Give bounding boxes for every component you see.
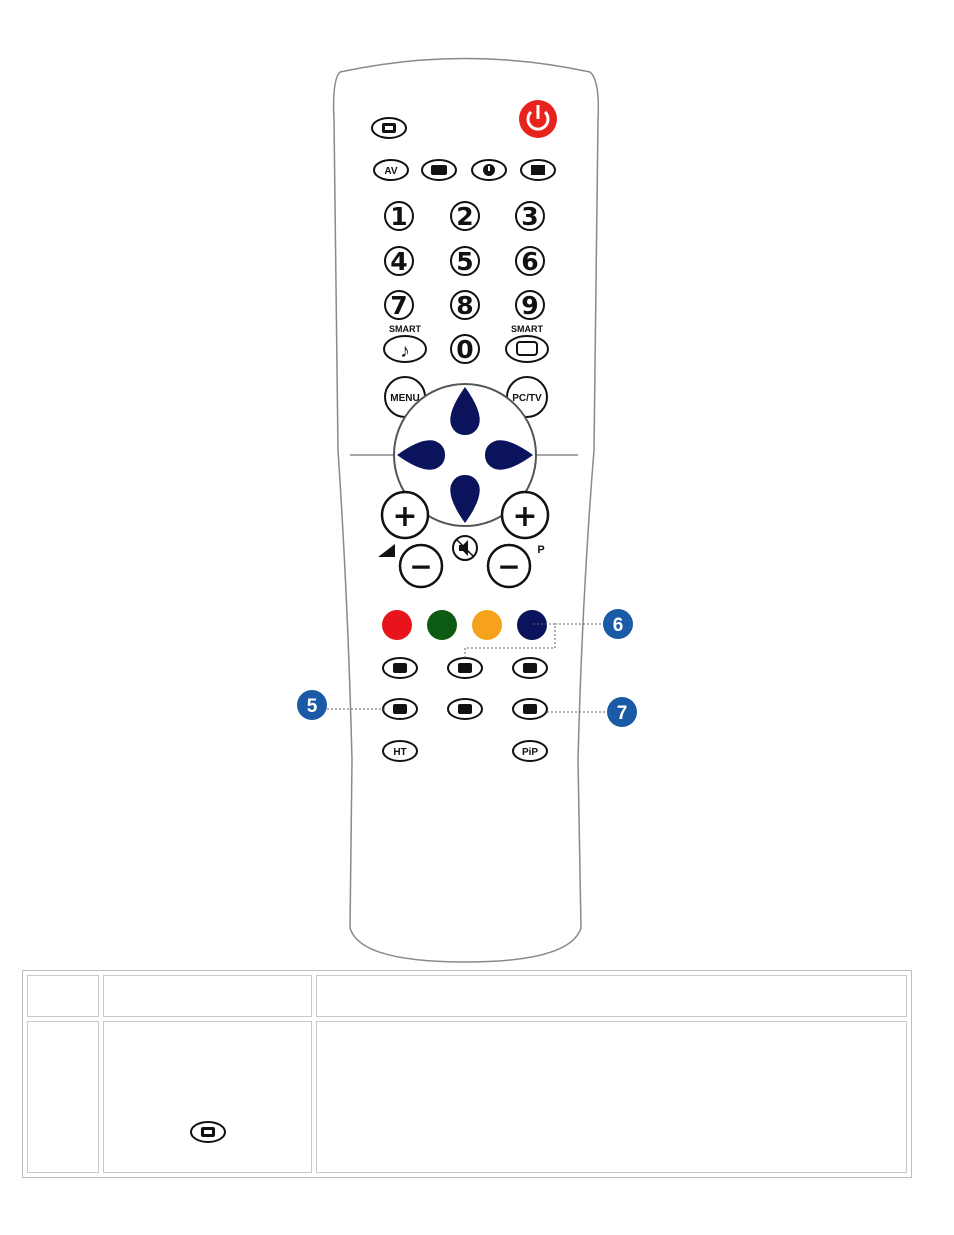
digit-label: 6 (521, 247, 538, 276)
digit-button-1[interactable]: 1 (384, 201, 414, 231)
split-screen-icon (523, 704, 537, 714)
tv-text-button[interactable] (447, 657, 483, 679)
svg-text:+: + (512, 499, 537, 534)
button-label: HT (393, 747, 406, 758)
teletext-button[interactable] (520, 159, 556, 181)
svg-text:−: − (497, 550, 520, 583)
blue-key-button[interactable] (517, 610, 547, 640)
screen-outline-icon (516, 341, 538, 356)
digit-label: 7 (390, 291, 407, 320)
callout-6: 6 (603, 609, 633, 639)
nav-down-button[interactable] (450, 475, 480, 523)
picture-format-button[interactable] (371, 117, 407, 139)
digit-button-6[interactable]: 6 (515, 246, 545, 276)
digit-label: 4 (390, 247, 407, 276)
digit-button-0[interactable]: 0 (450, 334, 480, 364)
green-key-button[interactable] (427, 610, 457, 640)
digit-button-4[interactable]: 4 (384, 246, 414, 276)
digit-label: 2 (456, 202, 473, 231)
table-cell-description (316, 1021, 907, 1173)
table-cell-icon (103, 1021, 312, 1173)
nav-left-button[interactable] (397, 440, 445, 470)
text-button[interactable] (382, 657, 418, 679)
digit-label: 8 (456, 291, 473, 320)
volume-icon (378, 544, 395, 557)
smart-label-right: SMART (511, 324, 543, 334)
svg-text:7: 7 (617, 703, 628, 724)
table-header-cell (316, 975, 907, 1017)
teletext-icon (531, 165, 545, 175)
table-cell-number (27, 1021, 99, 1173)
svg-text:5: 5 (307, 696, 318, 717)
callout-5: 5 (297, 690, 327, 720)
table-header-cell (27, 975, 99, 1017)
yellow-key-button[interactable] (472, 610, 502, 640)
info-button[interactable] (447, 698, 483, 720)
program-down-button[interactable]: − (486, 543, 532, 589)
table-row (27, 1021, 907, 1173)
button-label: PiP (522, 747, 538, 758)
mute-icon (459, 540, 468, 556)
digit-label: 5 (456, 247, 473, 276)
smart-picture-button[interactable] (505, 335, 549, 363)
nav-right-button[interactable] (485, 440, 533, 470)
digit-button-5[interactable]: 5 (450, 246, 480, 276)
text-icon (393, 663, 407, 673)
mix-icon (523, 663, 537, 673)
pip-button[interactable]: PiP (512, 740, 548, 762)
remote-control-diagram: AV 1 2 3 4 5 6 7 8 9 0 SMART SMART ♪ MENU PC/TV (297, 57, 637, 963)
svg-text:6: 6 (613, 615, 624, 636)
program-label: P (537, 544, 544, 556)
screen-icon (431, 165, 447, 175)
table-header-cell (103, 975, 312, 1017)
svg-text:PC/TV: PC/TV (512, 393, 542, 404)
table-header-row (27, 975, 907, 1017)
hold-button[interactable]: HT (382, 740, 418, 762)
picture-icon (189, 1121, 226, 1143)
screen-format-button[interactable] (421, 159, 457, 181)
digit-label: 9 (521, 291, 538, 320)
freeze-button[interactable] (382, 698, 418, 720)
mix-button[interactable] (512, 657, 548, 679)
digit-button-2[interactable]: 2 (450, 201, 480, 231)
svg-text:MENU: MENU (390, 393, 419, 404)
red-key-button[interactable] (382, 610, 412, 640)
av-button[interactable]: AV (373, 159, 409, 181)
digit-label: 3 (521, 202, 538, 231)
power-icon (526, 110, 550, 131)
navigation-ring (393, 383, 537, 527)
power-button[interactable] (519, 100, 557, 138)
svg-text:AV: AV (384, 166, 397, 177)
smart-sound-button[interactable]: ♪ (383, 335, 427, 363)
music-note-icon: ♪ (400, 341, 410, 362)
nav-up-button[interactable] (450, 387, 480, 435)
svg-text:−: − (409, 550, 432, 583)
digit-label: 1 (390, 202, 407, 231)
split-screen-button[interactable] (512, 698, 548, 720)
digit-label: 0 (456, 335, 473, 364)
program-up-button[interactable]: + (500, 490, 550, 540)
digit-button-3[interactable]: 3 (515, 201, 545, 231)
info-icon (458, 704, 472, 714)
callout-7: 7 (607, 697, 637, 727)
volume-down-button[interactable]: − (398, 543, 444, 589)
tv-text-icon (458, 663, 472, 673)
svg-text:+: + (392, 499, 417, 534)
digit-button-9[interactable]: 9 (515, 290, 545, 320)
freeze-icon (393, 704, 407, 714)
description-table (22, 970, 912, 1178)
sleep-timer-button[interactable] (471, 159, 507, 181)
digit-button-8[interactable]: 8 (450, 290, 480, 320)
digit-button-7[interactable]: 7 (384, 290, 414, 320)
mute-button[interactable] (452, 535, 478, 561)
volume-up-button[interactable]: + (380, 490, 430, 540)
smart-label-left: SMART (389, 324, 421, 334)
